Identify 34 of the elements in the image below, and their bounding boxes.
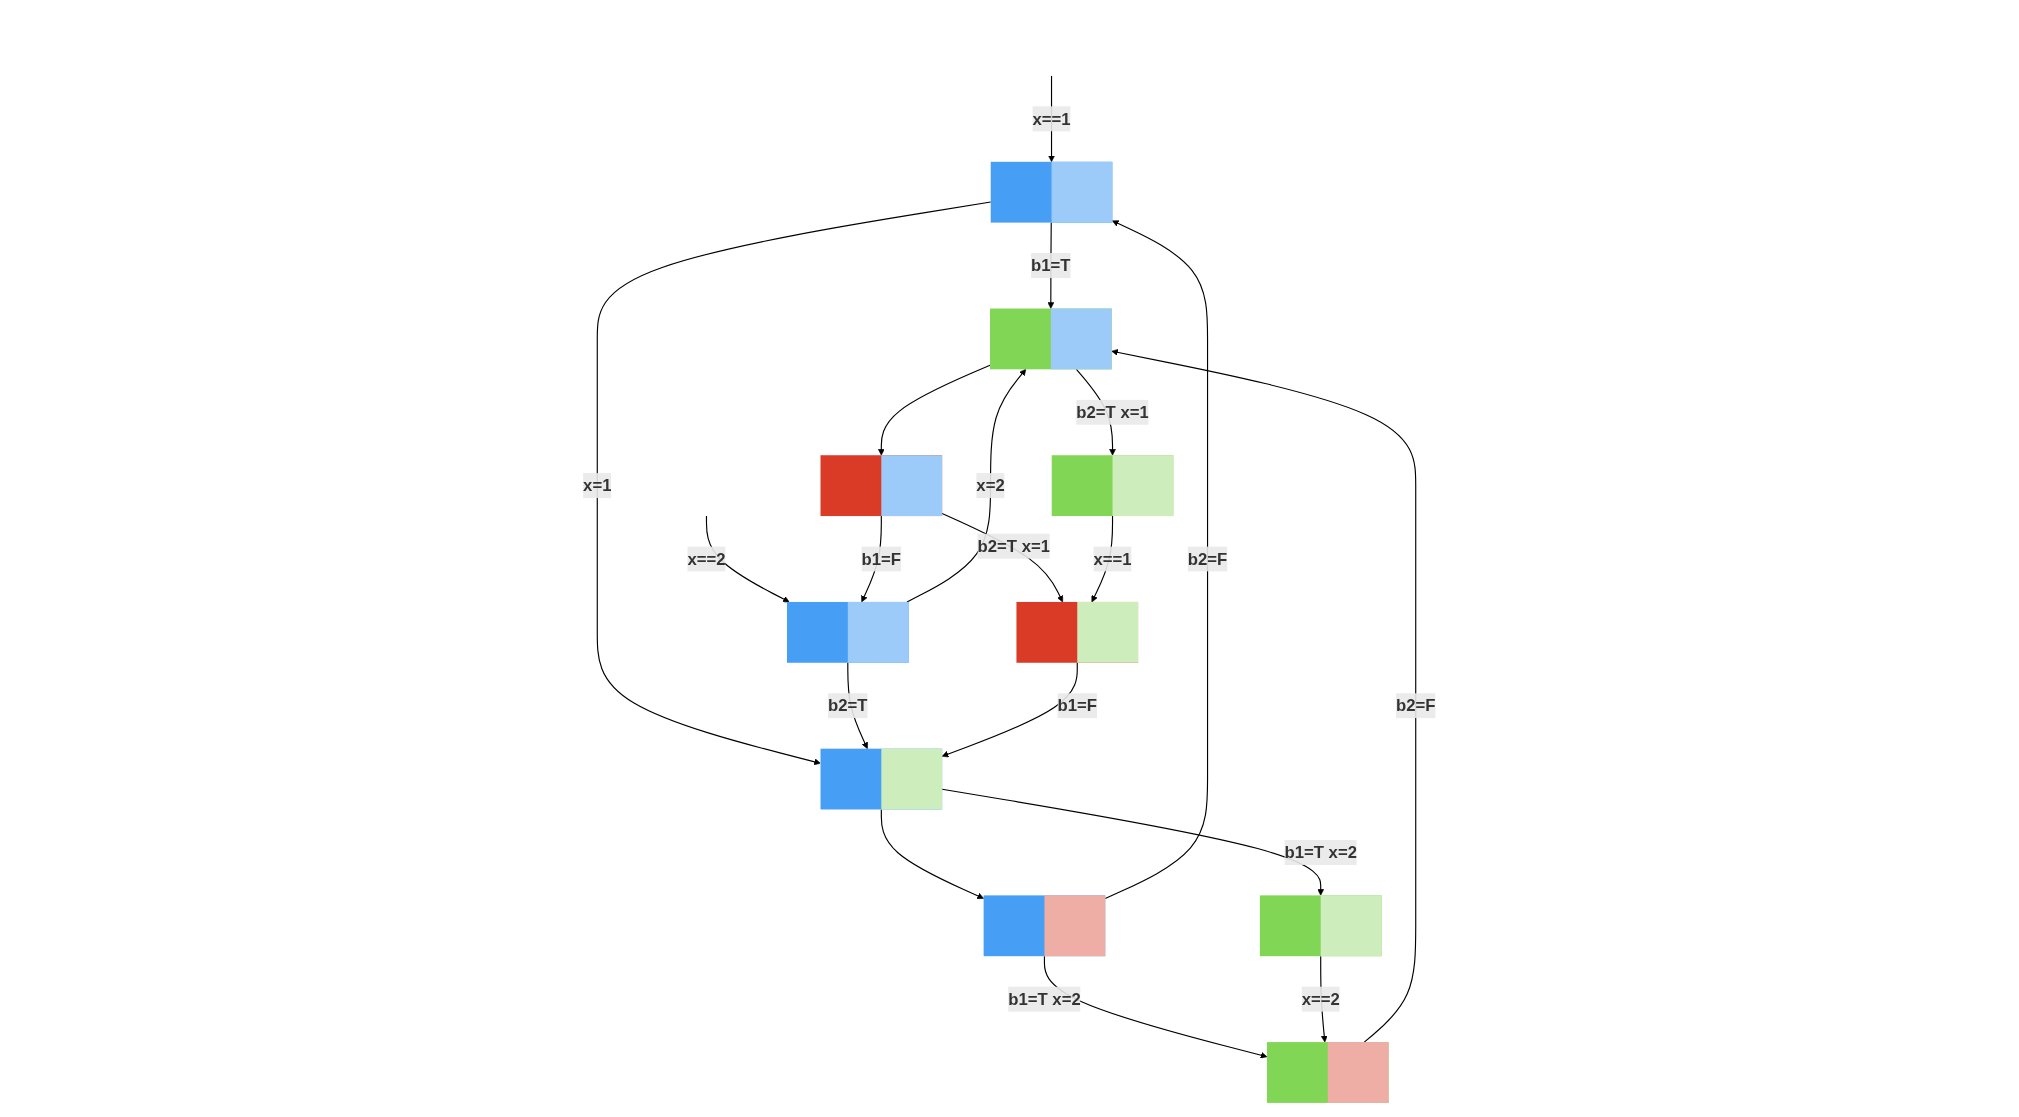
state-box — [820, 454, 943, 516]
arrow — [878, 364, 991, 456]
state-box — [990, 161, 1113, 223]
edge-label: b2=T — [828, 692, 868, 718]
state-box — [1051, 454, 1174, 516]
arrow — [1104, 219, 1209, 899]
state-box — [990, 308, 1112, 369]
state-box — [1260, 894, 1382, 956]
edge-label: b2=T x=1 — [977, 533, 1051, 559]
edge-label: b2=F — [1188, 545, 1228, 572]
edge-label: b1=T — [1031, 252, 1071, 278]
edge-label: x==1 — [1032, 105, 1071, 131]
state-box — [1016, 601, 1139, 663]
edge-label: x=2 — [976, 472, 1005, 498]
edge-label: b1=F — [861, 545, 902, 572]
arrow — [1111, 348, 1417, 1043]
edge-label: b2=F — [1396, 692, 1436, 718]
edge-label: x=1 — [583, 472, 612, 498]
arrow — [941, 788, 1325, 896]
arrow — [1044, 955, 1268, 1058]
arrow — [880, 808, 985, 899]
state-box — [983, 894, 1106, 956]
edge-label: x==1 — [1093, 545, 1132, 572]
arrow — [942, 661, 1079, 757]
arrow — [596, 200, 992, 765]
edge-label: b1=T x=2 — [1008, 986, 1081, 1012]
edge-label: x==2 — [687, 545, 726, 572]
edge-label: x==2 — [1301, 986, 1340, 1012]
edge-label: b2=T x=1 — [1076, 399, 1149, 425]
state-box — [787, 601, 909, 663]
state-box — [1267, 1041, 1389, 1103]
edge-label: b1=T x=2 — [1284, 839, 1358, 865]
edge-label: b1=F — [1057, 692, 1098, 718]
state-box — [820, 748, 943, 809]
